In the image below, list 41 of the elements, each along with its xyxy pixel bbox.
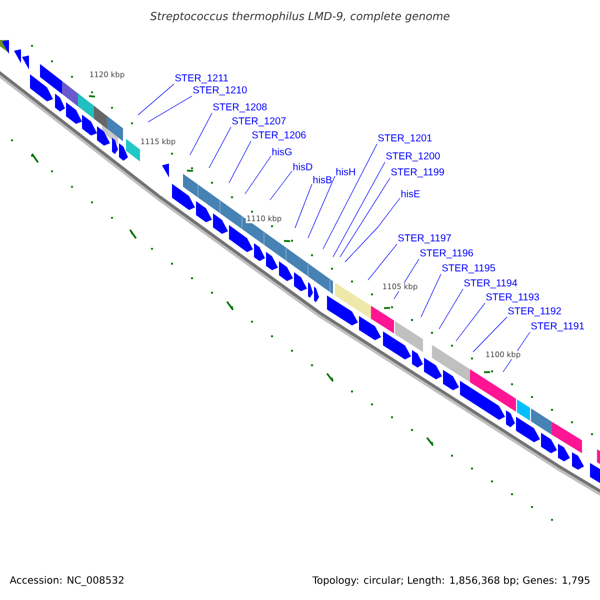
gene-label: STER_1196 [420, 249, 473, 258]
gene-label: STER_1211 [175, 74, 228, 84]
leader-line [308, 176, 336, 238]
gene-label: hisD [293, 162, 312, 170]
leader-line [208, 126, 232, 168]
gene-label: hisB [313, 176, 332, 184]
leader-line [332, 162, 386, 258]
leader-line [420, 274, 442, 318]
gene-label: STER_1192 [508, 307, 561, 316]
gene-label: hisG [272, 148, 292, 156]
leader-line [322, 144, 378, 250]
footer-text: Topology: circular; Length: 1,856,368 bp; Genes: 1,795 [312, 576, 591, 586]
leader-line [368, 244, 398, 280]
gene-label: STER_1191 [531, 322, 584, 332]
gene-label: STER_1194 [464, 279, 518, 288]
gene-label: STER_1193 [486, 293, 539, 302]
gene-label: hisH [336, 168, 355, 176]
gene-label: STER_1200 [386, 152, 440, 162]
gene-label: STER_1206 [252, 131, 306, 140]
gene-label: STER_1195 [442, 264, 496, 274]
title: Streptococcus thermophilus LMD-9, complete genome [150, 12, 450, 22]
leader-line [472, 316, 508, 352]
gene-label: STER_1199 [391, 168, 444, 178]
leader-line [438, 288, 464, 330]
leader-line [456, 302, 486, 342]
gene-label: STER_1207 [232, 117, 286, 126]
leader-line [244, 156, 272, 194]
gene-label: STER_1208 [213, 103, 267, 112]
footer-text: Accession: NC_008532 [9, 576, 125, 586]
leader-line [294, 184, 312, 228]
leader-line [340, 178, 390, 258]
gene-label: STER_1210 [193, 86, 247, 96]
leader-line [190, 112, 212, 156]
leader-line [228, 140, 252, 184]
gene-label: STER_1197 [398, 234, 451, 244]
gene-label: hisE [401, 190, 420, 198]
leader-line [138, 84, 174, 116]
gene-label: STER_1201 [378, 134, 432, 144]
leader-line [270, 170, 292, 200]
leader-line [148, 96, 192, 122]
leader-line [344, 198, 400, 262]
